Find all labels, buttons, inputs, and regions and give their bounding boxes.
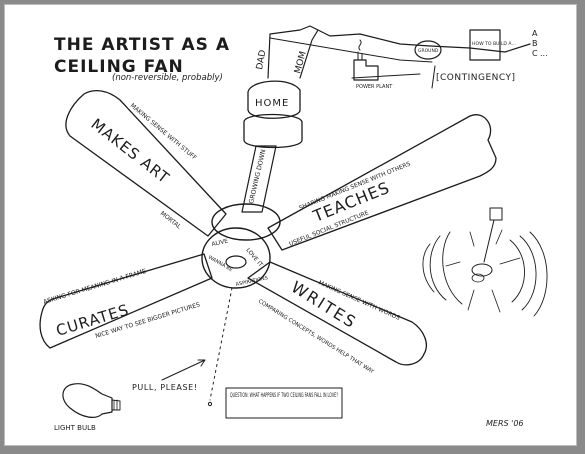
label-home: HOME [255, 98, 289, 109]
label-pull-please: PULL, PLEASE! [132, 383, 198, 392]
abc-a: A [532, 29, 538, 38]
small-spinning-fan-icon [422, 207, 548, 317]
abc-b: B [532, 39, 538, 48]
title-line2: CEILING FAN [54, 57, 184, 77]
signature: MERS '06 [486, 419, 524, 428]
title-subtitle: (non-reversible, probably) [112, 73, 223, 83]
label-growing-down: GROWING DOWN [247, 148, 267, 204]
pull-chain-tab [207, 401, 213, 407]
question-text: QUESTION: WHAT HAPPENS IF TWO CEILING FA… [230, 392, 338, 399]
wiring [267, 25, 531, 89]
label-power-plant: POWER PLANT [356, 84, 393, 90]
blade-curates [39, 253, 213, 349]
blade-teaches [267, 114, 497, 251]
fan-hub [201, 203, 281, 289]
abc-etc: ... [540, 49, 548, 58]
how-to-build-box [469, 29, 501, 61]
title-line1: THE ARTIST AS A [54, 35, 230, 55]
home-canopy [243, 80, 303, 149]
question-box [225, 387, 343, 419]
ground-icon [414, 40, 442, 60]
drawing-frame [4, 4, 577, 446]
pull-chain [209, 287, 233, 401]
label-ground: GROUND [418, 48, 439, 54]
power-plant-icon [353, 39, 379, 81]
blade-writes [247, 261, 427, 366]
down-rod [241, 145, 277, 213]
abc-c: C [532, 49, 538, 58]
hub-love-it: LOVE IT [244, 247, 263, 268]
pull-arrow [161, 359, 206, 381]
blade-makes-art [65, 89, 227, 237]
label-contingency: [CONTINGENCY] [436, 73, 516, 83]
hub-alive: ALIVE [211, 239, 229, 248]
label-dad: DAD [255, 49, 268, 70]
label-curates: CURATES [54, 301, 131, 340]
label-mom: MOM [293, 50, 309, 74]
label-light-bulb: LIGHT BULB [54, 424, 96, 432]
note-curates-1: ASKING FOR MEANING IN A FRAME [43, 268, 148, 306]
label-how-to-build: HOW TO BUILD A... [472, 41, 516, 47]
light-bulb-icon [62, 383, 121, 418]
note-makes-art-2: MORTAL [159, 210, 183, 231]
